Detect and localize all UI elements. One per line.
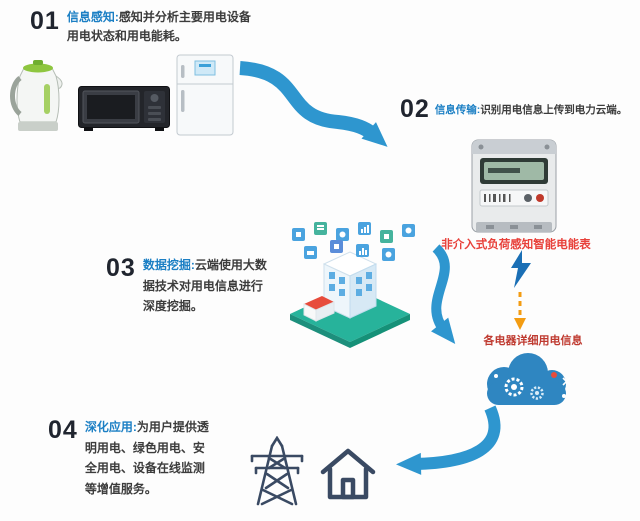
data-tiles	[292, 222, 415, 261]
smart-meter-icon	[471, 139, 557, 233]
cloud-computing-icon	[487, 353, 571, 405]
gear-small-icon	[530, 386, 544, 400]
step-2-body: 识别用电信息上传到电力云端。	[480, 104, 628, 116]
step-3-title: 数据挖掘:	[142, 258, 195, 272]
step-3-number: 03	[106, 254, 136, 282]
building-data-icon	[290, 222, 415, 348]
kettle-icon	[10, 60, 63, 131]
house-icon	[320, 448, 376, 500]
step-2: 02 信息传输:识别用电信息上传到电力云端。	[400, 95, 638, 123]
fridge-icon	[176, 54, 234, 136]
step-1-number: 01	[30, 7, 60, 35]
step-4-number: 04	[48, 416, 78, 444]
arrow-cloud-to-step4	[396, 405, 501, 475]
step-3-text: 数据挖掘:云端使用大数 据技术对用电信息进行 深度挖掘。	[143, 255, 267, 317]
step-4-title: 深化应用:	[84, 420, 137, 434]
step-1-text: 信息感知:感知并分析主要用电设备 用电状态和用电能耗。	[67, 8, 251, 45]
transmission-tower-icon	[250, 436, 304, 506]
step-4: 04 深化应用:为用户提供透 明用电、绿色用电、安 全用电、设备在线监测 等增值…	[48, 417, 248, 500]
step-2-number: 02	[400, 95, 430, 123]
step-3: 03 数据挖掘:云端使用大数 据技术对用电信息进行 深度挖掘。	[106, 255, 281, 317]
step-1-body: 感知并分析主要用电设备 用电状态和用电能耗。	[66, 10, 251, 43]
step-2-title: 信息传输:	[434, 104, 481, 116]
meter-caption: 非介入式负荷感知智能电能表	[441, 239, 591, 251]
step-3-body: 云端使用大数 据技术对用电信息进行 深度挖掘。	[142, 258, 267, 314]
lightning-icon	[511, 250, 531, 288]
gear-icon	[504, 377, 524, 397]
step-1-title: 信息感知:	[66, 10, 119, 24]
arrow-building-to-cloud	[431, 244, 456, 345]
arrow-step1-to-step2	[239, 61, 388, 147]
sparkle-icon	[562, 377, 571, 386]
step-4-text: 深化应用:为用户提供透 明用电、绿色用电、安 全用电、设备在线监测 等增值服务。	[85, 417, 209, 500]
microwave-icon	[78, 86, 170, 131]
step-4-body: 为用户提供透 明用电、绿色用电、安 全用电、设备在线监测 等增值服务。	[84, 420, 209, 496]
step-1: 01 信息感知:感知并分析主要用电设备 用电状态和用电能耗。	[30, 8, 290, 45]
cloud-input-label: 各电器详细用电信息	[483, 335, 583, 347]
step-2-text: 信息传输:识别用电信息上传到电力云端。	[435, 96, 628, 118]
